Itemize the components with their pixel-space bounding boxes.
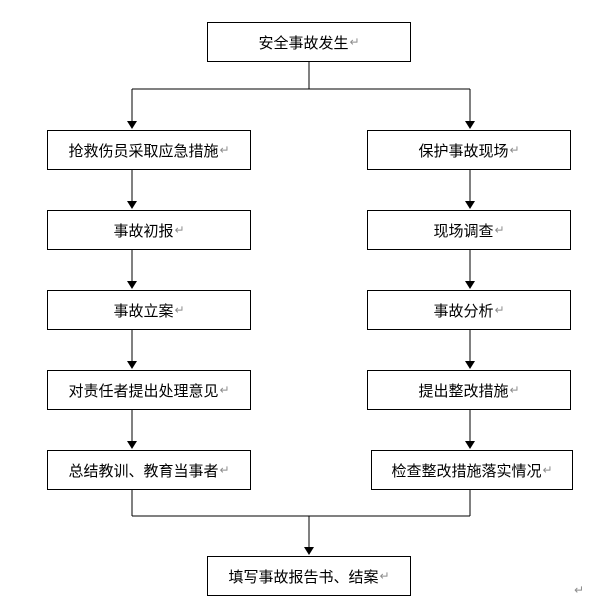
left-step-1-label: 抢救伤员采取应急措施	[68, 141, 219, 160]
paragraph-mark: ↵	[494, 303, 505, 317]
right-step-4-label: 提出整改措施	[418, 381, 509, 400]
right-step-4-box: 提出整改措施↵	[367, 370, 571, 410]
start-label: 安全事故发生	[258, 33, 349, 52]
paragraph-mark: ↵	[494, 223, 505, 237]
paragraph-mark: ↵	[174, 303, 185, 317]
left-step-3-box: 事故立案↵	[47, 290, 251, 330]
left-step-4-box: 对责任者提出处理意见↵	[47, 370, 251, 410]
end-box: 填写事故报告书、结案↵	[207, 556, 411, 596]
right-step-1-box: 保护事故现场↵	[367, 130, 571, 170]
left-step-2-box: 事故初报↵	[47, 210, 251, 250]
right-step-2-label: 现场调查	[433, 221, 494, 240]
paragraph-mark: ↵	[219, 383, 230, 397]
left-step-4-label: 对责任者提出处理意见	[68, 381, 219, 400]
left-step-3-label: 事故立案	[113, 301, 174, 320]
right-step-5-label: 检查整改措施落实情况	[391, 461, 542, 480]
paragraph-mark: ↵	[219, 463, 230, 477]
paragraph-mark: ↵	[219, 143, 230, 157]
paragraph-mark: ↵	[509, 383, 520, 397]
right-step-5-box: 检查整改措施落实情况↵	[371, 450, 573, 490]
right-step-1-label: 保护事故现场	[418, 141, 509, 160]
start-box: 安全事故发生↵	[207, 22, 411, 62]
paragraph-mark: ↵	[174, 223, 185, 237]
paragraph-mark: ↵	[349, 35, 360, 49]
left-step-2-label: 事故初报	[113, 221, 174, 240]
left-step-5-box: 总结教训、教育当事者↵	[47, 450, 251, 490]
paragraph-mark: ↵	[379, 569, 390, 583]
left-step-1-box: 抢救伤员采取应急措施↵	[47, 130, 251, 170]
left-step-5-label: 总结教训、教育当事者	[68, 461, 219, 480]
end-label: 填写事故报告书、结案	[228, 567, 379, 586]
right-step-2-box: 现场调查↵	[367, 210, 571, 250]
right-step-3-box: 事故分析↵	[367, 290, 571, 330]
paragraph-mark: ↵	[542, 463, 553, 477]
paragraph-mark: ↵	[509, 143, 520, 157]
trailing-paragraph-mark: ↵	[574, 583, 585, 597]
right-step-3-label: 事故分析	[433, 301, 494, 320]
